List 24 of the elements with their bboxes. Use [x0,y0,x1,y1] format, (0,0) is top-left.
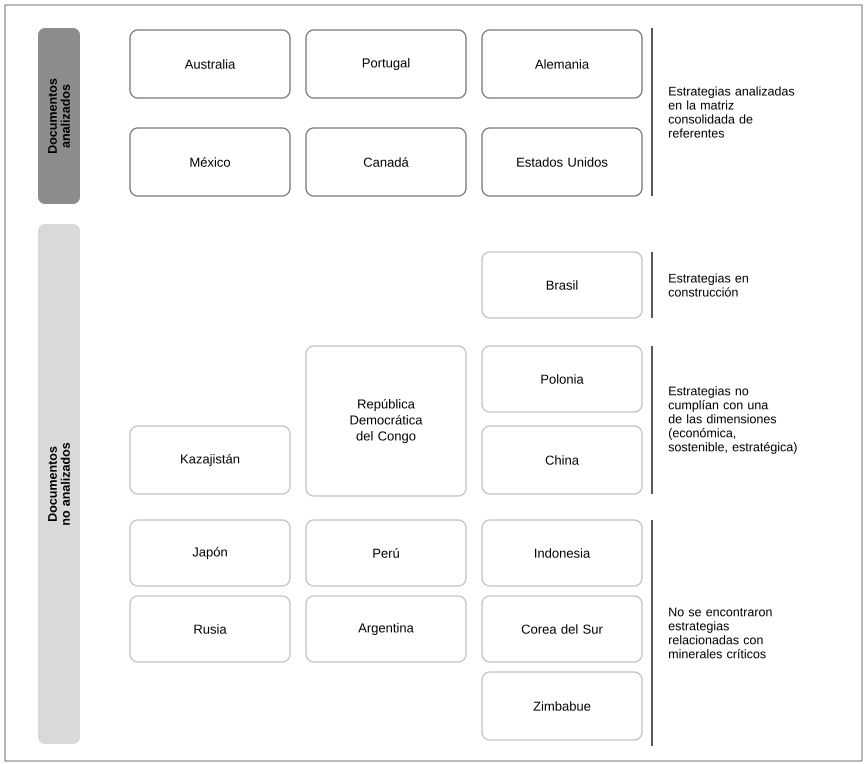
category-band: Documentos no analizados [38,224,80,744]
country-box: Canadá [305,127,467,197]
country-box: Estados Unidos [481,127,643,197]
country-box: Brasil [481,251,643,319]
country-box: México [129,127,291,197]
country-box: Perú [305,519,467,587]
country-box: Australia [129,29,291,99]
country-box: República Democrática del Congo [305,345,467,497]
country-box: Alemania [481,29,643,99]
country-box: Portugal [305,29,467,99]
category-band: Documentos analizados [38,28,80,204]
bracket-note: Estrategias no cumplían con una de las dimensiones (económica, sostenible, estratégica) [668,386,797,454]
bracket-note: No se encontraron estrategias relacionadas con minerales críticos [668,608,772,658]
country-box: Corea del Sur [481,595,643,663]
country-box: Argentina [305,595,467,663]
country-box: Indonesia [481,519,643,587]
country-box: Zimbabue [481,671,643,741]
country-box: Japón [129,519,291,587]
country-box: Rusia [129,595,291,663]
country-box: Polonia [481,345,643,413]
bracket-note: Estrategias en construcción [668,273,748,297]
bracket-note: Estrategias analizadas en la matriz consolidada de referentes [668,86,794,138]
country-box: China [481,425,643,495]
country-box: Kazajistán [129,425,291,495]
